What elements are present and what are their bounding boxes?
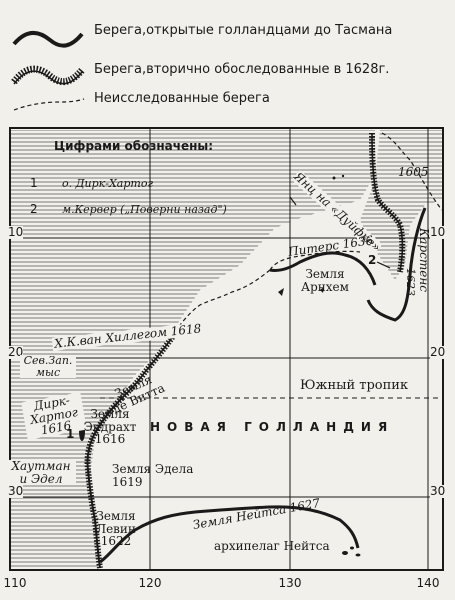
label-tropic: Южный тропик [300,378,409,393]
label-num-1: 1 [66,427,75,441]
label-nw-cape: Сев.Зап. мыс [20,355,76,379]
keerweer-marker [376,261,391,269]
legend-hatched-label: Берега,вторично обоследованные в 1628г. [94,62,390,77]
lat-label-30-right: 30 [430,484,446,498]
west-coast-line [86,397,123,569]
south-coast [99,505,360,564]
label-eendracht: Земля Эндрахт 1616 [83,407,137,447]
legend-hatched-symbol [11,65,85,86]
legend-solid-label: Берега,открытые голландцами до Тасмана [94,23,393,38]
lon-label-140: 140 [416,576,440,590]
sea-hatching [11,130,375,568]
label-edel-land: Земля Эдела 1619 [112,462,194,489]
label-arnhem: Земля Арнхем [301,267,349,294]
legend-item-1-num: 1 [30,176,38,190]
legend-dashed-label: Неисследованные берега [94,91,270,106]
arnhem-coast [269,251,377,286]
north-coast-dashed [175,269,271,331]
label-num-2: 2 [368,253,377,267]
label-new-holland: НОВАЯ ГОЛЛАНДИЯ [150,420,395,434]
label-leeuwin: Земля Левин 1622 [96,509,136,549]
lat-label-30-left: 30 [8,484,24,498]
pieters-coast [269,250,361,271]
lat-label-20-left: 20 [8,345,24,359]
label-carstensz: Карстенс [417,228,431,292]
graticule [10,128,443,570]
nuyts-islands [342,546,361,557]
lon-label-130: 130 [278,576,302,590]
legend-solid-symbol [12,31,84,48]
north-islands [278,174,345,296]
cape-york-west-coast-line [371,132,404,273]
legend-item-2-text: м.Кервер („Поверни назад") [62,203,227,216]
legend-item-1-text: о. Дирк-Хартог [62,177,154,190]
lon-label-110: 110 [3,576,27,590]
gulf-coast [366,207,427,322]
legend-numbers-title: Цифрами обозначены: [54,139,214,153]
legend-hatched-base [13,70,83,85]
jansz-arrow [289,196,297,206]
lat-label-10-left: 10 [8,225,24,239]
legend-dashed-symbol [13,98,85,111]
legend-item-2-num: 2 [30,202,38,216]
label-carstensz-year: 1623 [404,268,417,296]
label-jansz-year: 1605 [398,165,429,179]
label-nuyts-arch: архипелаг Нейтса [214,539,330,553]
lat-label-20-right: 20 [430,345,446,359]
lon-label-120: 120 [138,576,162,590]
de-witt-coast-line [121,331,177,399]
label-houtman: Хаутман и Эдел [6,460,76,486]
lat-label-10-right: 10 [430,225,446,239]
